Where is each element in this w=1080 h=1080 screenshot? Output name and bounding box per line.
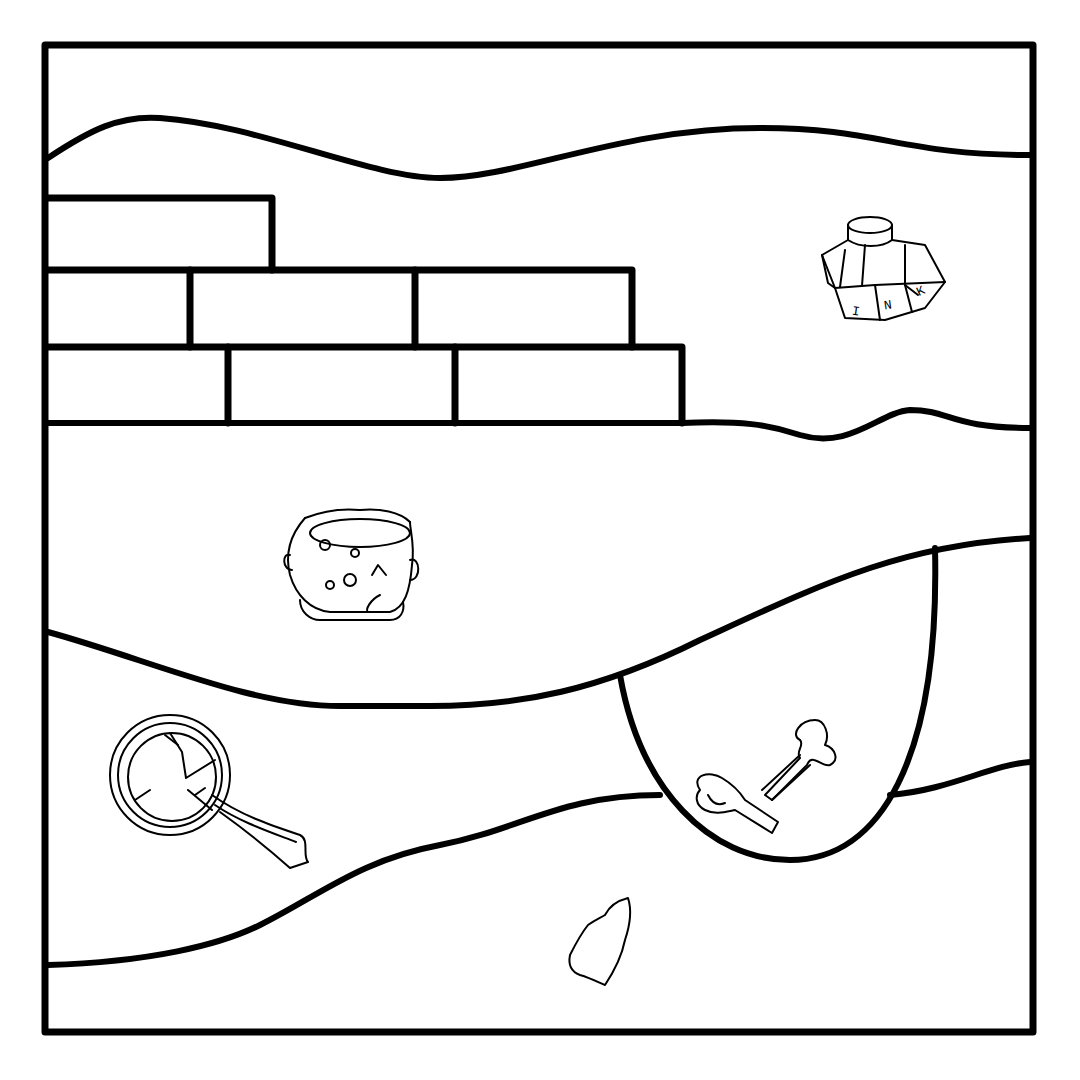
bottle-letter: K [915,284,928,299]
chamber-pot [284,509,418,620]
bottle-letter: N [883,299,893,313]
arrowhead [569,898,630,985]
bottle-letter: I [851,305,861,319]
hand-mirror [110,715,308,868]
bones [697,720,836,833]
ink-bottle [822,217,945,320]
